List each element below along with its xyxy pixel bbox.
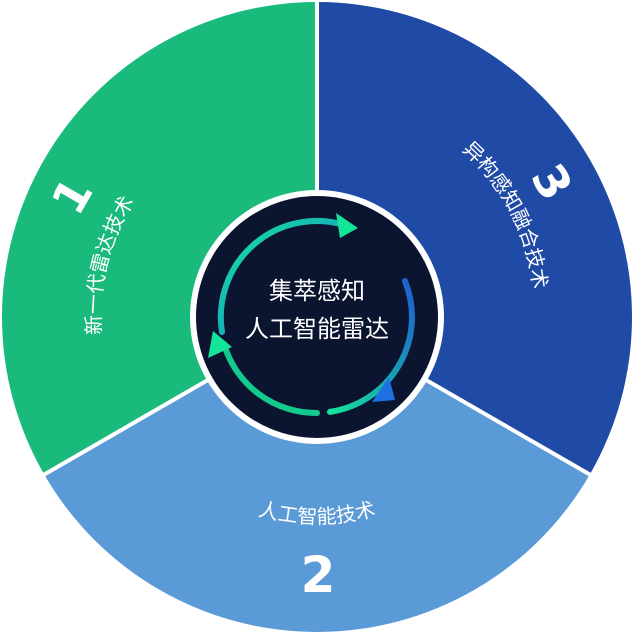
center-title-line1: 集萃感知 [269,277,365,305]
center-title-line2: 人工智能雷达 [245,315,389,343]
cycle-arrows-icon [208,213,415,417]
center-disc [196,196,438,438]
segment-2-number: 2 [301,546,336,604]
